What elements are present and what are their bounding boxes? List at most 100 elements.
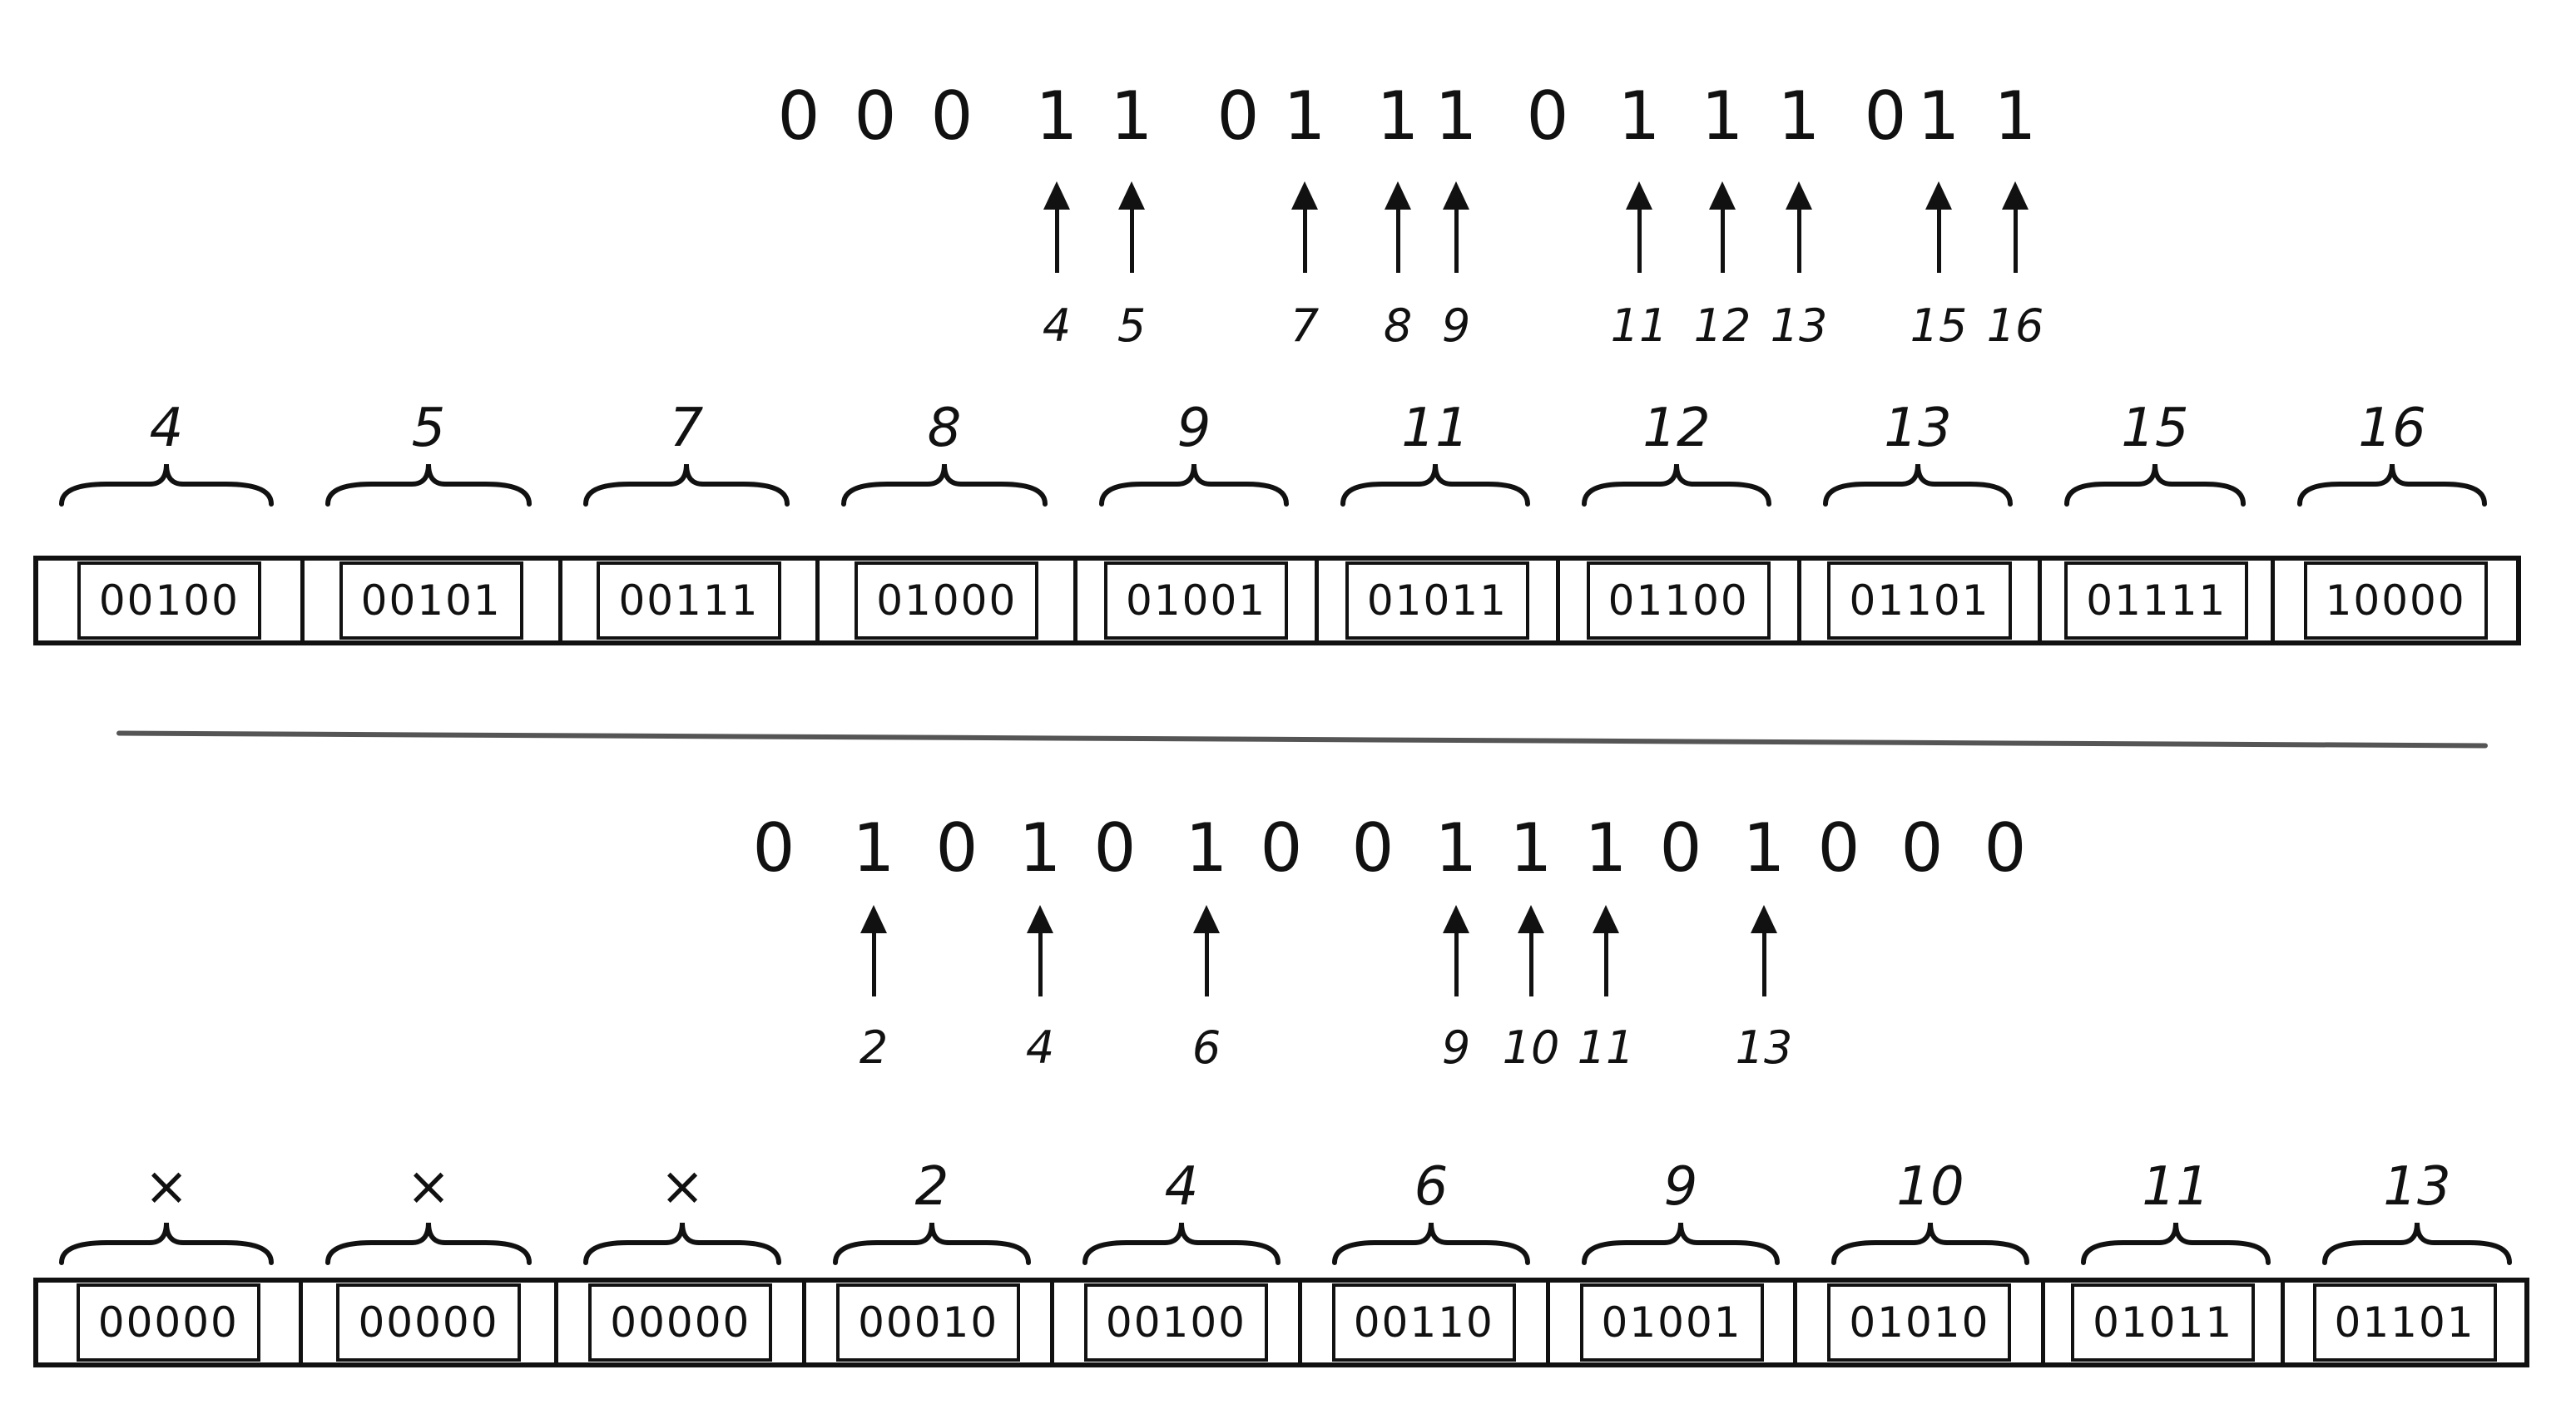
arrow-index-label: 11 bbox=[1577, 1021, 1635, 1074]
top-bit: 1 bbox=[1376, 77, 1419, 155]
cell-code: 01011 bbox=[2071, 1283, 2256, 1362]
up-arrow-icon bbox=[1015, 905, 1065, 996]
bottom-bit: 0 bbox=[1900, 809, 1944, 887]
cell-code: 01001 bbox=[1579, 1283, 1764, 1362]
cell-brace: 12 bbox=[1556, 398, 1797, 509]
cell-code: 10000 bbox=[2303, 561, 2488, 640]
cell-label: 4 bbox=[1164, 1156, 1199, 1218]
cell-label: × bbox=[660, 1156, 705, 1218]
arrow-index-label: 2 bbox=[859, 1021, 889, 1074]
array-cell: 00110 bbox=[1302, 1283, 1550, 1362]
cell-label: 16 bbox=[2358, 398, 2426, 459]
array-cell: 01000 bbox=[820, 561, 1078, 640]
bottom-bit: 0 bbox=[1351, 809, 1395, 887]
array-cell: 00100 bbox=[1054, 1283, 1302, 1362]
cell-brace: 5 bbox=[300, 398, 557, 509]
top-bit: 0 bbox=[930, 77, 973, 155]
array-cell: 01111 bbox=[2042, 561, 2276, 640]
curly-brace-icon bbox=[325, 1222, 532, 1265]
top-bit: 1 bbox=[1434, 77, 1478, 155]
up-arrow-icon bbox=[1280, 181, 1330, 273]
bottom-bit: 0 bbox=[1093, 809, 1137, 887]
cell-label: 11 bbox=[2142, 1156, 2210, 1218]
arrow-index-label: 15 bbox=[1910, 299, 1968, 352]
cell-label: 11 bbox=[1401, 398, 1469, 459]
array-cell: 01001 bbox=[1550, 1283, 1798, 1362]
curly-brace-icon bbox=[59, 463, 274, 507]
array-cell: 01010 bbox=[1797, 1283, 2046, 1362]
curly-brace-icon bbox=[59, 1222, 274, 1265]
cell-label: 9 bbox=[1177, 398, 1211, 459]
bottom-bit: 1 bbox=[852, 809, 895, 887]
arrow-index-label: 4 bbox=[1042, 299, 1072, 352]
bottom-bit: 1 bbox=[1185, 809, 1228, 887]
curly-brace-icon bbox=[583, 463, 790, 507]
cell-code: 01001 bbox=[1104, 561, 1289, 640]
cell-label: 13 bbox=[1884, 398, 1952, 459]
cell-label: 6 bbox=[1414, 1156, 1449, 1218]
cell-brace: × bbox=[557, 1156, 807, 1268]
bottom-bit: 1 bbox=[1584, 809, 1627, 887]
curly-brace-icon bbox=[1332, 1222, 1530, 1265]
top-bit: 0 bbox=[1864, 77, 1907, 155]
up-arrow-icon bbox=[1431, 905, 1481, 996]
arrow-index-label: 11 bbox=[1610, 299, 1668, 352]
bottom-bit: 0 bbox=[1817, 809, 1860, 887]
cell-label: 9 bbox=[1663, 1156, 1698, 1218]
curly-brace-icon bbox=[841, 463, 1048, 507]
cell-code: 00111 bbox=[597, 561, 781, 640]
bottom-bit: 0 bbox=[752, 809, 795, 887]
array-cell: 00010 bbox=[806, 1283, 1055, 1362]
top-bit: 0 bbox=[1216, 77, 1260, 155]
array-cell: 00000 bbox=[558, 1283, 807, 1362]
up-arrow-icon bbox=[1107, 181, 1157, 273]
up-arrow-icon bbox=[1774, 181, 1824, 273]
curly-brace-icon bbox=[2081, 1222, 2271, 1265]
cell-label: 5 bbox=[411, 398, 446, 459]
curly-brace-icon bbox=[2322, 1222, 2512, 1265]
array-cell: 01101 bbox=[1801, 561, 2043, 640]
cell-code: 00000 bbox=[588, 1283, 773, 1362]
cell-label: 15 bbox=[2121, 398, 2189, 459]
up-arrow-icon bbox=[1914, 181, 1964, 273]
array-cell: 00111 bbox=[562, 561, 820, 640]
bottom-bit: 0 bbox=[1984, 809, 2027, 887]
curly-brace-icon bbox=[1099, 463, 1289, 507]
cell-code: 01101 bbox=[1827, 561, 2012, 640]
arrow-index-label: 9 bbox=[1441, 299, 1471, 352]
array-cell: 01011 bbox=[2045, 1283, 2286, 1362]
up-arrow-icon bbox=[1739, 905, 1789, 996]
cell-label: 8 bbox=[927, 398, 962, 459]
cell-brace: 11 bbox=[1315, 398, 1556, 509]
top-cell-array: 00100 00101 00111 01000 01001 01011 01100 01101… bbox=[33, 556, 2521, 645]
cell-code: 00101 bbox=[339, 561, 523, 640]
cell-brace: 13 bbox=[2296, 1156, 2538, 1268]
cell-label: 13 bbox=[2383, 1156, 2451, 1218]
cell-code: 01100 bbox=[1586, 561, 1771, 640]
cell-brace: 9 bbox=[1556, 1156, 1806, 1268]
up-arrow-icon bbox=[1373, 181, 1423, 273]
up-arrow-icon bbox=[849, 905, 899, 996]
cell-brace: 4 bbox=[33, 398, 300, 509]
cell-code: 01111 bbox=[2064, 561, 2249, 640]
cell-code: 01000 bbox=[855, 561, 1039, 640]
top-bit: 1 bbox=[1777, 77, 1821, 155]
curly-brace-icon bbox=[1340, 463, 1530, 507]
curly-brace-icon bbox=[1831, 1222, 2029, 1265]
cell-code: 00000 bbox=[76, 1283, 260, 1362]
array-cell: 01011 bbox=[1319, 561, 1560, 640]
cell-label: × bbox=[406, 1156, 451, 1218]
arrow-index-label: 9 bbox=[1441, 1021, 1471, 1074]
top-bit: 1 bbox=[1283, 77, 1326, 155]
arrow-index-label: 12 bbox=[1693, 299, 1751, 352]
top-bit: 1 bbox=[1701, 77, 1744, 155]
cell-brace: 10 bbox=[1806, 1156, 2055, 1268]
cell-label: 2 bbox=[914, 1156, 949, 1218]
array-cell: 00100 bbox=[38, 561, 305, 640]
curly-brace-icon bbox=[325, 463, 532, 507]
cell-brace: × bbox=[300, 1156, 557, 1268]
section-divider bbox=[116, 730, 2488, 749]
cell-brace: 9 bbox=[1073, 398, 1315, 509]
cell-code: 01010 bbox=[1827, 1283, 2012, 1362]
